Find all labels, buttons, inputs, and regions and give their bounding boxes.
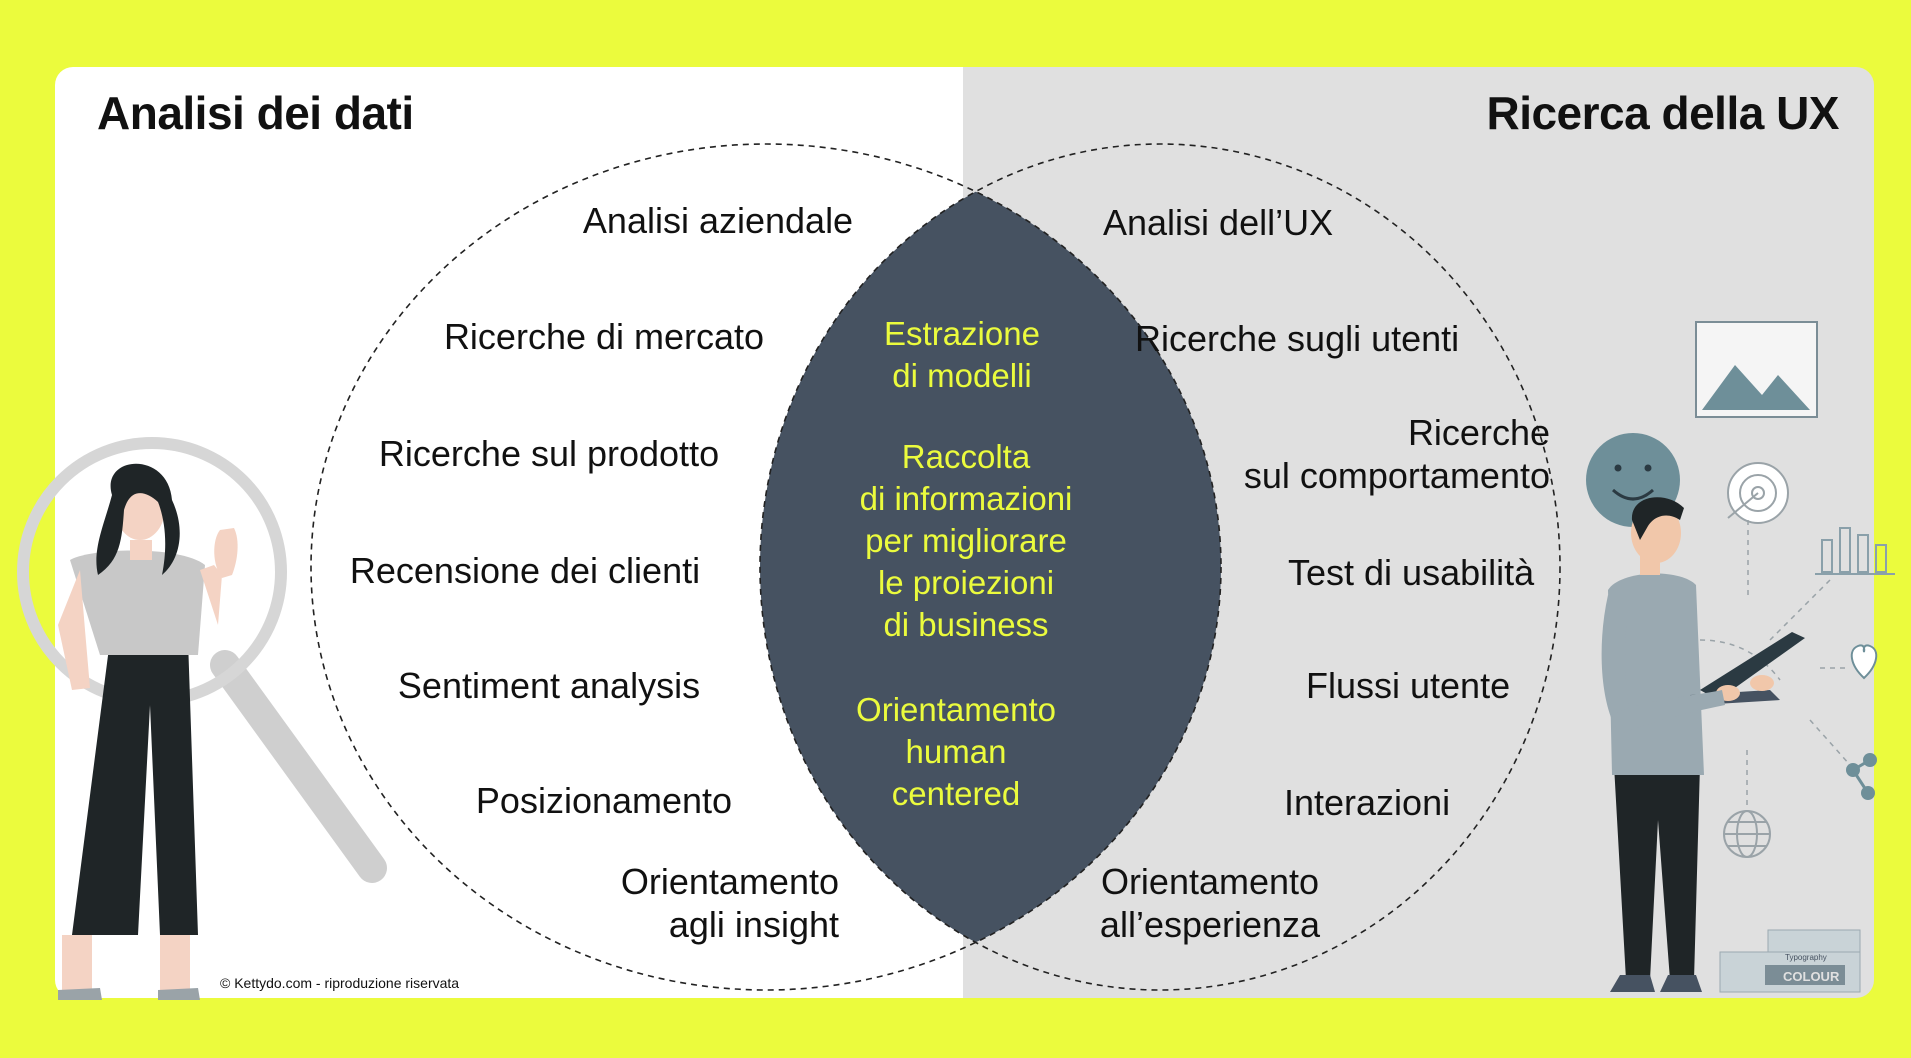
- image-frame-icon: [1696, 322, 1817, 417]
- book-spine-label: Typography: [1785, 953, 1827, 962]
- right-item: Test di usabilità: [1288, 551, 1534, 594]
- left-item: Analisi aziendale: [583, 199, 853, 242]
- copyright-notice: © Kettydo.com - riproduzione riservata: [220, 975, 459, 991]
- right-title: Ricerca della UX: [1486, 86, 1839, 140]
- book-cover-label: COLOUR: [1783, 969, 1840, 984]
- left-item: Sentiment analysis: [398, 664, 700, 707]
- bar-chart-icon: [1815, 528, 1895, 574]
- heart-icon: [1852, 645, 1877, 678]
- man-with-laptop-illustration: [1602, 497, 1805, 992]
- right-item: Interazioni: [1284, 781, 1450, 824]
- right-item: Ricerche sugli utenti: [1135, 317, 1459, 360]
- target-icon: [1728, 463, 1788, 523]
- left-item: Ricerche di mercato: [444, 315, 764, 358]
- globe-icon: [1724, 811, 1770, 857]
- books-illustration: Typography COLOUR: [1720, 930, 1860, 992]
- share-icon: [1846, 753, 1877, 800]
- left-item: Posizionamento: [476, 779, 732, 822]
- right-item: Analisi dell’UX: [1103, 201, 1333, 244]
- left-item: Recensione dei clienti: [350, 549, 700, 592]
- connector-lines: [1700, 520, 1850, 808]
- right-item: Flussi utente: [1306, 664, 1510, 707]
- left-item: Ricerche sul prodotto: [379, 432, 719, 475]
- left-title: Analisi dei dati: [97, 86, 414, 140]
- woman-analyst-illustration: [58, 464, 238, 1000]
